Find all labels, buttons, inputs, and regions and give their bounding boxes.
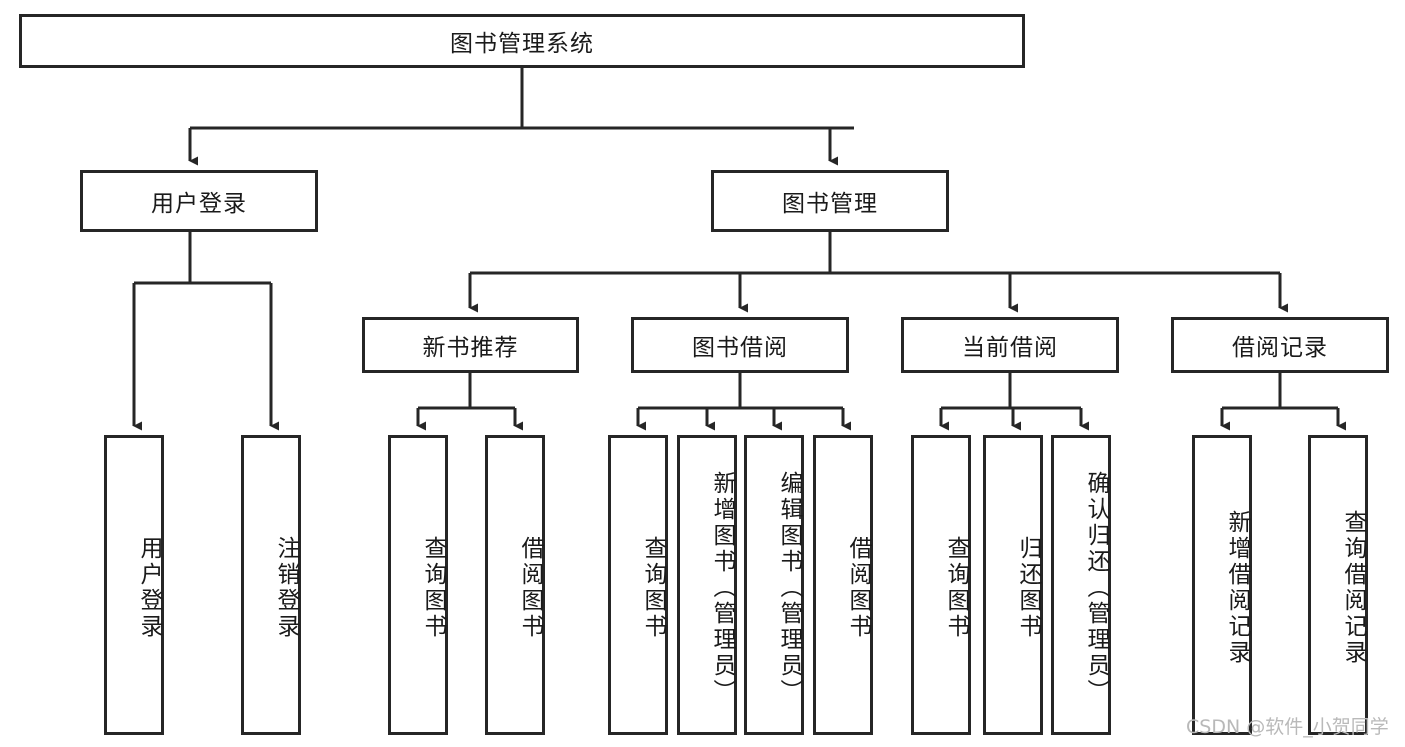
- node-leaf-cur-return-book[interactable]: 归还图书: [983, 435, 1043, 735]
- node-label: 新增借阅记录: [1224, 510, 1250, 666]
- node-leaf-borrow-add-book[interactable]: 新增图书（管理员）: [677, 435, 737, 735]
- node-leaf-user-login[interactable]: 用户登录: [104, 435, 164, 735]
- node-leaf-rec-query-book[interactable]: 查询图书: [388, 435, 448, 735]
- node-label: 注销登录: [273, 536, 299, 640]
- node-label: 归还图书: [1015, 536, 1041, 640]
- node-book-borrow[interactable]: 图书借阅: [631, 317, 849, 373]
- node-leaf-rec-borrow-book[interactable]: 借阅图书: [485, 435, 545, 735]
- node-label: 确认归还（管理员）: [1083, 471, 1109, 705]
- node-leaf-borrow-borrow-book[interactable]: 借阅图书: [813, 435, 873, 735]
- node-current-borrow[interactable]: 当前借阅: [901, 317, 1119, 373]
- csdn-watermark: CSDN @软件_小贺同学: [1186, 716, 1389, 738]
- node-label: 用户登录: [136, 536, 162, 640]
- node-label: 编辑图书（管理员）: [776, 471, 802, 705]
- node-label: 图书管理: [782, 191, 878, 217]
- node-leaf-cur-confirm-return[interactable]: 确认归还（管理员）: [1051, 435, 1111, 735]
- node-leaf-cur-query-book[interactable]: 查询图书: [911, 435, 971, 735]
- node-leaf-borrow-query-book[interactable]: 查询图书: [608, 435, 668, 735]
- node-label: 查询借阅记录: [1340, 510, 1366, 666]
- node-new-book-rec[interactable]: 新书推荐: [362, 317, 579, 373]
- node-label: 当前借阅: [962, 335, 1058, 361]
- node-label: 新书推荐: [422, 335, 519, 361]
- node-user-login[interactable]: 用户登录: [80, 170, 318, 232]
- node-label: 图书借阅: [692, 335, 788, 361]
- node-label: 查询图书: [640, 536, 666, 640]
- node-label: 图书管理系统: [450, 31, 594, 57]
- node-book-manage[interactable]: 图书管理: [711, 170, 949, 232]
- node-borrow-record[interactable]: 借阅记录: [1171, 317, 1389, 373]
- node-label: 用户登录: [151, 191, 247, 217]
- node-label: 借阅图书: [845, 536, 871, 640]
- node-leaf-borrow-edit-book[interactable]: 编辑图书（管理员）: [744, 435, 804, 735]
- node-leaf-user-logout[interactable]: 注销登录: [241, 435, 301, 735]
- node-label: 查询图书: [420, 536, 446, 640]
- node-root-system[interactable]: 图书管理系统: [19, 14, 1025, 68]
- node-leaf-rec-query-record[interactable]: 查询借阅记录: [1308, 435, 1368, 735]
- node-label: 借阅记录: [1232, 335, 1328, 361]
- node-leaf-rec-add-record[interactable]: 新增借阅记录: [1192, 435, 1252, 735]
- node-label: 借阅图书: [517, 536, 543, 640]
- node-label: 新增图书（管理员）: [709, 471, 735, 705]
- node-label: 查询图书: [943, 536, 969, 640]
